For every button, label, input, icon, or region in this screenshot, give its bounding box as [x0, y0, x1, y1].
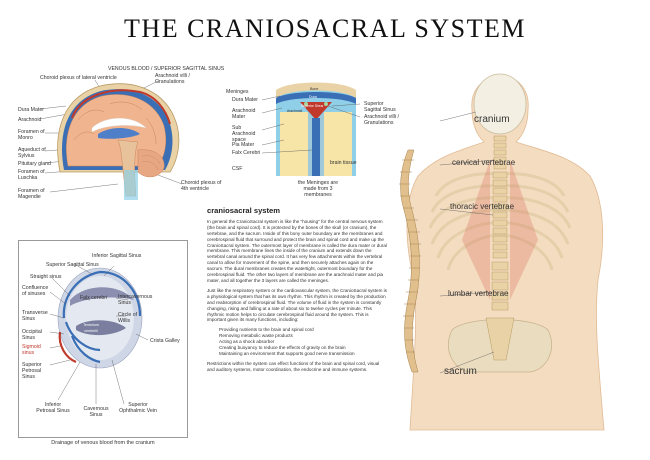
label-occipital: Occipital Sinus: [22, 329, 42, 341]
label-cavernous: Cavernous Sinus: [83, 406, 109, 418]
label-crista: Crista Galley: [150, 338, 180, 344]
label-straight-sinus: Straight sinus: [30, 274, 62, 280]
label-m-csf: CSF: [232, 166, 243, 172]
label-foramen-monro: Foramen of Monro: [18, 129, 45, 141]
label-ophthalmic: Superior Ophthalmic Vein: [119, 402, 157, 414]
label-m-superior-sinus: Superior Sagittal Sinus: [364, 101, 396, 113]
list-item: Acting as a shock absorber: [219, 339, 275, 345]
article-paragraph-1: In general the CranioSacral system is li…: [207, 218, 387, 283]
label-arachnoid: Arachnoid: [18, 117, 42, 123]
label-dura-mater: Dura Mater: [18, 107, 44, 113]
article: craniosacral system In general the Crani…: [207, 206, 387, 377]
label-inferior-petrosal: Inferior Petrosal Sinus: [36, 402, 70, 414]
label-sacrum: sacrum: [444, 366, 477, 377]
label-inferior-sagittal: Inferior Sagittal Sinus: [92, 253, 142, 259]
label-foramen-luschka: Foramen of Luschka: [18, 169, 45, 181]
meninges-caption: the Meninges are made from 3 membranes: [297, 180, 339, 198]
label-confluence: Confluence of sinuses: [22, 285, 49, 297]
function-list: Providing nutrients to the brain and spi…: [207, 327, 387, 357]
label-lumbar: lumbar vertebrae: [448, 289, 509, 298]
label-m-villi: Arachnoid villi / Granulations: [364, 114, 399, 126]
inner-label-sinus: Superior Sinus: [301, 104, 324, 108]
label-cranium: cranium: [474, 114, 510, 125]
page-title: THE CRANIOSACRAL SYSTEM: [124, 14, 526, 43]
label-m-dura: Dura Mater: [232, 97, 258, 103]
label-m-falx: Falx Cerebri: [232, 150, 261, 156]
brain-top-label: VENOUS BLOOD / SUPERIOR SAGITTAL SINUS: [108, 66, 225, 72]
label-sigmoid: Sigmoid sinus: [22, 344, 41, 356]
label-intercavernous: Intercavernous Sinus: [118, 294, 153, 306]
label-aqueduct: Aqueduct of Sylvius: [18, 147, 46, 159]
label-m-arachnoid: Arachnoid Mater: [232, 108, 256, 120]
label-arachnoid-villi: Arachnoid villi / Granulations: [155, 73, 190, 85]
label-superior-sagittal: Superior Sagittal Sinus: [46, 262, 99, 268]
inner-label-arachnoid: Arachnoid: [287, 109, 303, 113]
list-item: Maintaining an environment that supports…: [219, 350, 355, 356]
list-item: Providing nutrients to the brain and spi…: [219, 327, 314, 333]
label-superior-petrosal: Superior Petrosal Sinus: [22, 362, 42, 380]
label-m-subarachnoid: Sub Arachnoid space: [232, 125, 256, 143]
label-transverse: Transverse Sinus: [22, 310, 48, 322]
label-m-brain-tissue: brain tissue: [330, 160, 357, 166]
article-paragraph-2: Just like the respiratory system or the …: [207, 287, 387, 323]
label-pituitary: Pituitary gland: [18, 161, 51, 167]
list-item: Creating buoyancy to reduce the effects …: [219, 345, 346, 351]
label-choroid-4th: Choroid plexus of 4th ventricle: [181, 180, 222, 192]
sinus-caption: Drainage of venous blood from the craniu…: [51, 440, 155, 446]
sinus-panel: [18, 240, 188, 438]
inner-label-bone: Bone: [310, 87, 319, 91]
label-falx: Falx cerebri: [80, 295, 108, 301]
inner-label-dura: Dura: [309, 95, 317, 99]
label-meninges: Meninges: [226, 89, 249, 95]
label-m-pia: Pia Mater: [232, 142, 255, 148]
article-heading: craniosacral system: [207, 206, 281, 215]
label-circle-willis: Circle of Willis: [118, 312, 138, 324]
article-paragraph-3: Restrictions within the system can effec…: [207, 360, 380, 372]
label-tentorium: Tentorium cerebelli: [83, 323, 99, 333]
label-choroid-lateral: Choroid plexus of lateral ventricle: [40, 75, 117, 81]
label-thoracic: thoracic vertebrae: [450, 202, 515, 211]
list-item: Removing metabolic waste products: [219, 333, 293, 339]
label-cervical: cervical vertebrae: [452, 158, 516, 167]
label-foramen-magendie: Foramen of Magendie: [18, 188, 45, 200]
